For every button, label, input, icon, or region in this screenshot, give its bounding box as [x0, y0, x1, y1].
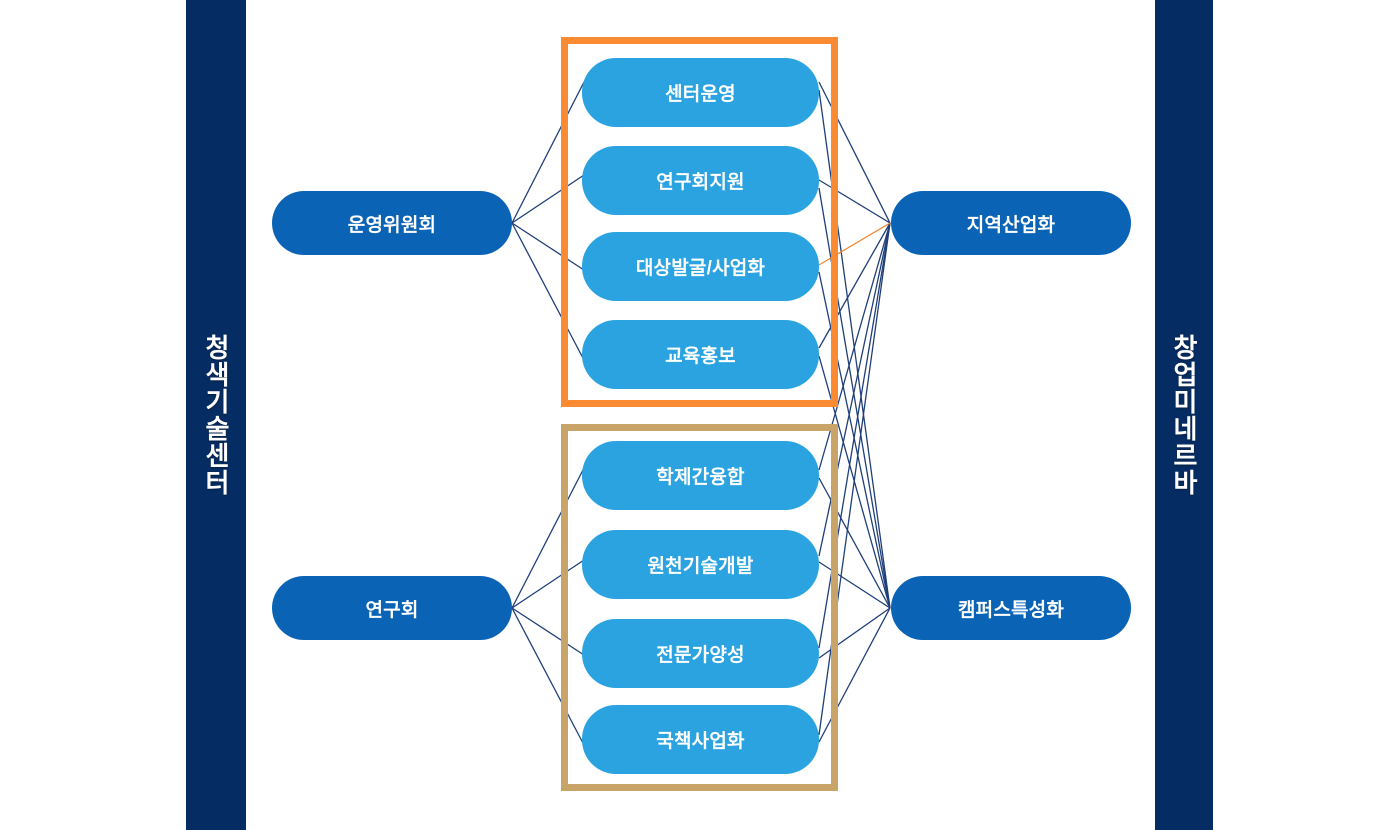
node-campus-specialization-label: 캠퍼스특성화	[957, 599, 1065, 621]
side-bar-left: 청색기술센터	[186, 0, 246, 830]
node-society-support-label: 연구회지원	[656, 172, 745, 193]
node-center-operation[interactable]: 센터운영	[582, 58, 819, 127]
node-center-operation-label: 센터운영	[665, 84, 736, 105]
node-campus-specialization[interactable]: 캠퍼스특성화	[891, 576, 1131, 640]
node-target-discovery-label: 대상발굴/사업화	[635, 258, 766, 279]
node-core-technology-development[interactable]: 원천기술개발	[582, 530, 819, 599]
group-frame-top	[561, 37, 838, 407]
node-edu-promotion-label: 교육홍보	[665, 346, 736, 367]
group-frame-bottom	[561, 424, 838, 791]
node-national-project-label: 국책사업화	[656, 731, 745, 752]
node-target-discovery[interactable]: 대상발굴/사업화	[582, 232, 819, 301]
node-expert-training-label: 전문가양성	[656, 645, 745, 666]
node-interdisciplinary-convergence[interactable]: 학제간융합	[582, 441, 819, 510]
node-edu-promotion[interactable]: 교육홍보	[582, 320, 819, 389]
side-bar-left-label: 청색기술센터	[201, 334, 231, 496]
node-regional-industry[interactable]: 지역산업화	[891, 191, 1131, 255]
node-operating-committee[interactable]: 운영위원회	[272, 191, 512, 255]
node-research-society[interactable]: 연구회	[272, 576, 512, 640]
node-core-technology-development-label: 원천기술개발	[647, 556, 754, 577]
node-regional-industry-label: 지역산업화	[966, 214, 1056, 236]
node-interdisciplinary-convergence-label: 학제간융합	[656, 467, 745, 488]
node-national-project[interactable]: 국책사업화	[582, 705, 819, 774]
node-research-society-label: 연구회	[365, 599, 419, 621]
side-bar-right-label: 창업미네르바	[1169, 334, 1199, 496]
node-expert-training[interactable]: 전문가양성	[582, 619, 819, 688]
side-bar-right: 창업미네르바	[1155, 0, 1213, 830]
node-operating-committee-label: 운영위원회	[347, 214, 437, 236]
node-society-support[interactable]: 연구회지원	[582, 146, 819, 215]
